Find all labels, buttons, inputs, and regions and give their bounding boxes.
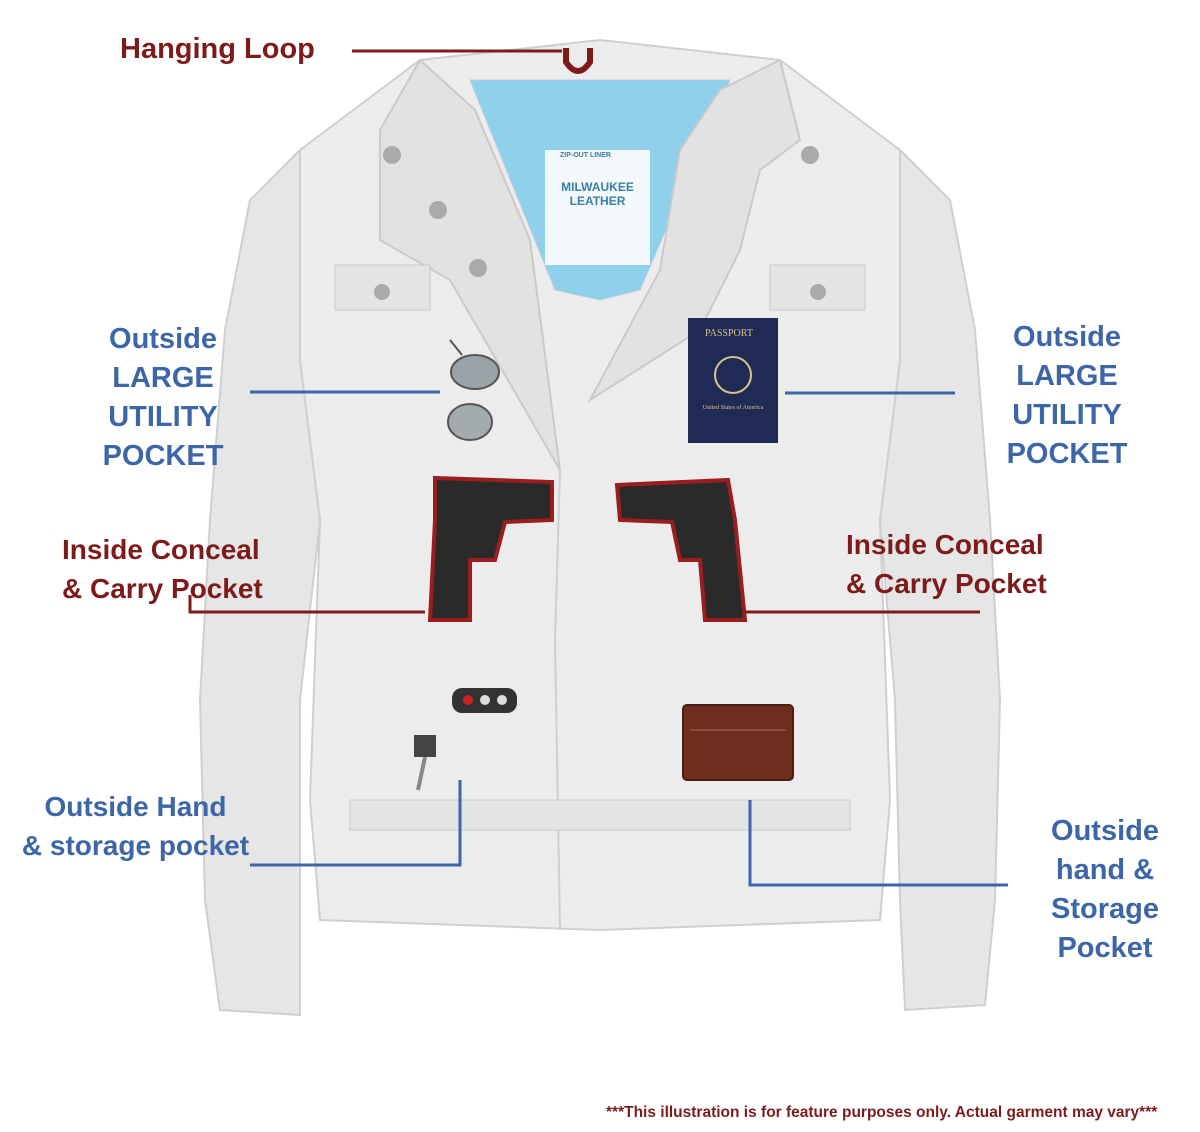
label-line: & Carry Pocket — [62, 573, 263, 604]
label-line: & storage pocket — [21, 830, 250, 861]
right-hand-pocket-label: Outside hand & Storage Pocket — [1030, 812, 1180, 968]
label-line: Inside Conceal — [846, 529, 1044, 560]
label-line: POCKET — [1006, 438, 1128, 470]
left-gun-icon — [427, 475, 554, 622]
left-conceal-pocket-label: Inside Conceal & Carry Pocket — [62, 530, 263, 608]
right-hand-leader — [748, 800, 1008, 887]
liner-label-patch — [545, 150, 650, 265]
left-hand-leader — [250, 780, 462, 867]
label-line: UTILITY — [1012, 399, 1122, 431]
label-line: UTILITY — [108, 401, 218, 433]
label-line: hand & — [1055, 854, 1155, 886]
hanging-loop-label: Hanging Loop — [120, 33, 315, 65]
label-line: Outside — [109, 323, 217, 355]
label-line: LARGE — [112, 362, 214, 394]
right-conceal-pocket-label: Inside Conceal & Carry Pocket — [846, 525, 1047, 603]
left-conceal-leader — [188, 595, 425, 614]
snap-buttons — [374, 146, 826, 300]
passport-title: PASSPORT — [705, 328, 753, 339]
liner-label-top: ZIP-OUT LINER — [560, 152, 611, 159]
left-hand-pocket-label: Outside Hand & storage pocket — [3, 787, 268, 865]
car-keys-icon — [414, 688, 517, 791]
label-line: POCKET — [102, 440, 224, 472]
label-line: Storage — [1051, 893, 1159, 925]
label-line: Outside — [1051, 815, 1159, 847]
wallet-icon — [682, 704, 794, 781]
passport-country: United States of America — [702, 405, 764, 411]
left-sleeve — [198, 147, 322, 1017]
label-line: Outside Hand — [44, 791, 227, 822]
label-line: Inside Conceal — [62, 534, 260, 565]
label-line: LARGE — [1016, 360, 1118, 392]
passport-icon — [688, 318, 778, 443]
label-line: Outside — [1013, 321, 1121, 353]
zipper-line — [553, 469, 561, 931]
waist-belt — [349, 799, 851, 831]
liner-brand-logo: MILWAUKEE LEATHER — [561, 180, 634, 208]
label-line: & Carry Pocket — [846, 568, 1047, 599]
right-gun-icon — [614, 477, 748, 622]
disclaimer-text: ***This illustration is for feature purp… — [606, 1104, 1158, 1121]
hanging-loop-icon — [563, 48, 593, 74]
left-utility-pocket-label: Outside LARGE UTILITY POCKET — [88, 320, 238, 476]
right-sleeve — [878, 147, 1002, 1012]
right-utility-pocket-label: Outside LARGE UTILITY POCKET — [992, 318, 1142, 474]
label-line: Pocket — [1057, 932, 1153, 964]
sunglasses-icon — [447, 339, 500, 441]
right-lapel — [587, 58, 802, 403]
